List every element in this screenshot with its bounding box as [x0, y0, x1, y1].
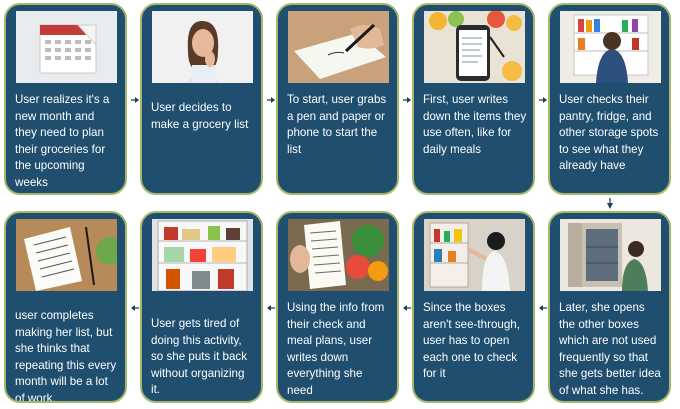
step-card-8: Using the info from their check and meal…: [276, 211, 399, 403]
arrow-step3-to-step4: [403, 97, 411, 103]
step-8-text: Using the info from their check and meal…: [287, 301, 385, 397]
writing-on-paper-photo: [288, 11, 389, 83]
open-fridge-photo: [152, 219, 253, 291]
arrow-step7-to-step8: [403, 305, 411, 311]
step-card-1: User realizes it's a new month and they …: [4, 3, 127, 195]
woman-opening-cabinet-photo: [560, 219, 661, 291]
step-6-text: Later, she opens the other boxes which a…: [559, 301, 661, 397]
arrow-step1-to-step2: [131, 97, 139, 103]
phone-list-with-fruit-photo: [424, 11, 525, 83]
step-card-2: User decides to make a grocery list: [140, 3, 263, 195]
arrow-step9-to-step10: [131, 305, 139, 311]
step-card-9: User gets tired of doing this activity, …: [140, 211, 263, 403]
arrow-step2-to-step3: [267, 97, 275, 103]
step-card-7: Since the boxes aren't see-through, user…: [412, 211, 535, 403]
pantry-shelves-photo: [560, 11, 661, 83]
step-card-5: User checks their pantry, fridge, and ot…: [548, 3, 671, 195]
step-card-6: Later, she opens the other boxes which a…: [548, 211, 671, 403]
step-2-text: User decides to make a grocery list: [151, 101, 249, 131]
step-3-text: To start, user grabs a pen and paper or …: [287, 93, 387, 156]
step-5-text: User checks their pantry, fridge, and ot…: [559, 93, 659, 172]
arrow-step6-to-step7: [539, 305, 547, 311]
woman-at-cupboard-photo: [424, 219, 525, 291]
step-4-text: First, user writes down the items they u…: [423, 93, 527, 156]
completed-list-photo: [16, 219, 117, 291]
step-9-text: User gets tired of doing this activity, …: [151, 317, 248, 396]
calendar-photo: [16, 11, 117, 83]
step-1-text: User realizes it's a new month and they …: [15, 93, 110, 189]
arrow-step5-to-step6: [607, 198, 613, 209]
arrow-step8-to-step9: [267, 305, 275, 311]
shopping-list-with-vegetables-photo: [288, 219, 389, 291]
step-card-3: To start, user grabs a pen and paper or …: [276, 3, 399, 195]
arrow-step4-to-step5: [539, 97, 547, 103]
step-card-4: First, user writes down the items they u…: [412, 3, 535, 195]
step-card-10: user completes making her list, but she …: [4, 211, 127, 403]
step-7-text: Since the boxes aren't see-through, user…: [423, 301, 520, 380]
thinking-woman-photo: [152, 11, 253, 83]
step-10-text: user completes making her list, but she …: [15, 309, 117, 403]
